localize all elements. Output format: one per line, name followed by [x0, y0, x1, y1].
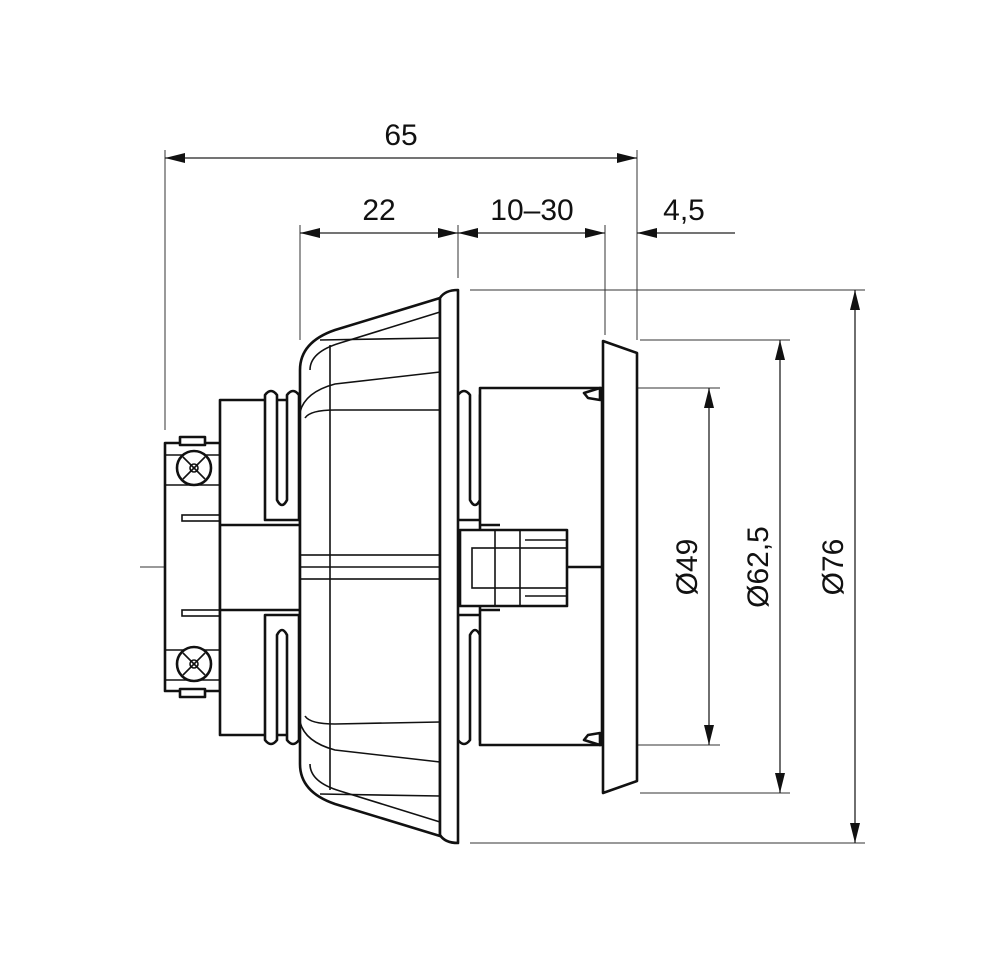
dim-label-10-30: 10–30 [490, 194, 573, 227]
front-plate [601, 339, 639, 795]
dimension-65: 65 [165, 119, 637, 163]
dimension-d76: Ø76 [817, 290, 860, 843]
dimension-4-5: 4,5 [637, 194, 735, 238]
dimension-10-30: 10–30 [458, 194, 605, 238]
flange [438, 288, 460, 845]
dim-label-d76: Ø76 [817, 539, 850, 596]
center-plug [458, 528, 602, 608]
dim-label-65: 65 [384, 119, 417, 152]
dim-label-d49: Ø49 [671, 539, 704, 596]
screw-icon [175, 449, 213, 487]
dimension-d49: Ø49 [671, 388, 714, 745]
dim-label-22: 22 [362, 194, 395, 227]
screw-icon [175, 645, 213, 683]
dim-label-4-5: 4,5 [663, 194, 705, 227]
dim-label-d62-5: Ø62,5 [742, 526, 775, 608]
dimension-22: 22 [300, 194, 458, 238]
dimension-d62-5: Ø62,5 [742, 340, 785, 793]
device-outline [163, 288, 639, 845]
